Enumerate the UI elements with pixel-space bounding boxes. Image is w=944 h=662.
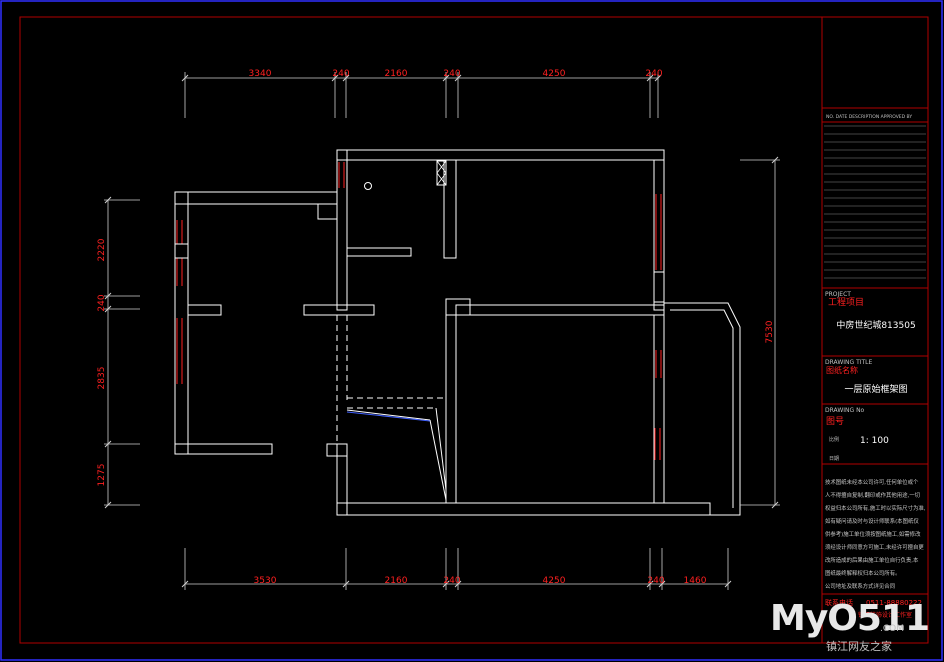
dim-bottom-1: 3530 (254, 576, 277, 586)
walls (174, 149, 741, 516)
left-room-column (317, 203, 338, 220)
dim-bottom-3: 240 (443, 576, 460, 586)
note-line-7: 改所造成的后果由施工单位自行负责,本 (825, 556, 919, 564)
central-column (445, 298, 471, 316)
drawing-title-label-cn: 图纸名称 (826, 365, 858, 375)
drawing-no-label-en: DRAWING No (825, 407, 865, 414)
notes: 技术图纸未经本公司许可,任何单位或个 人不得擅自复制,翻印或作其他用途,一切 权… (825, 478, 926, 590)
dim-bottom-4: 4250 (543, 576, 566, 586)
dimension-texts-vertical: 2220 240 2835 1275 7530 (97, 238, 775, 486)
note-line-6: 须经设计师同意方可施工,未经许可擅自更 (825, 543, 924, 551)
company-name: 镇江装饰设计工作室 (858, 611, 912, 619)
dim-bottom-5: 240 (647, 576, 664, 586)
watermark: MyO511 .COM 镇江网友之家 (770, 598, 940, 658)
kitchen-right-wall (443, 159, 457, 259)
note-line-3: 权益归本公司所有,施工时以实际尺寸为准, (825, 504, 926, 512)
drawing-frame (19, 16, 929, 644)
note-line-2: 人不得擅自复制,翻印或作其他用途,一切 (825, 491, 921, 499)
window-breaks (174, 243, 665, 303)
dim-top-3: 2160 (385, 69, 408, 79)
top-wall (336, 149, 665, 161)
balcony-inner (670, 309, 734, 508)
project-label-cn: 工程项目 (828, 297, 864, 308)
scale-label: 比例 (829, 436, 839, 443)
dim-top-4: 240 (443, 69, 460, 79)
drawing-title-label-en: DRAWING TITLE (825, 359, 873, 366)
dim-left-3: 2835 (97, 367, 107, 390)
drawing-no-label-cn: 图号 (826, 416, 844, 427)
date-label: 日期 (829, 456, 839, 462)
drawing-title: 一层原始框架图 (844, 383, 907, 395)
revision-rows (824, 125, 926, 279)
dimension-ticks (104, 74, 779, 588)
windows (176, 162, 662, 460)
right-wall-lower (653, 314, 665, 504)
kitchen-partition (346, 247, 412, 257)
balcony-outer (664, 302, 741, 516)
dim-bottom-2: 2160 (385, 576, 408, 586)
note-line-9: 公司地址及联系方式详见合同 (825, 582, 895, 590)
left-room-bottom-wall (174, 443, 273, 455)
drain-circle (364, 182, 372, 190)
dimension-texts: 3340 240 2160 240 4250 240 3530 2160 240… (249, 69, 707, 586)
revision-header: NO. DATE DESCRIPTION APPROVED BY (826, 114, 912, 120)
dim-left-1: 2220 (97, 238, 107, 261)
right-wall-upper (653, 159, 665, 311)
dashed-lines (336, 315, 457, 444)
title-block-grid (822, 107, 928, 595)
project-label-en: PROJECT (825, 291, 851, 298)
note-line-1: 技术图纸未经本公司许可,任何单位或个 (825, 478, 919, 486)
dim-top-2: 240 (332, 69, 349, 79)
dim-left-4: 1275 (97, 464, 107, 487)
dim-top-6: 240 (645, 69, 662, 79)
dim-left-2: 240 (97, 294, 107, 311)
mid-horizontal-wall (455, 304, 665, 316)
left-stub-wall (187, 304, 222, 316)
project-name: 中房世纪城813505 (836, 319, 915, 331)
watermark-subtitle: 镇江网友之家 (826, 640, 892, 653)
center-vertical-wall (445, 314, 457, 504)
dimension-lines (104, 72, 780, 590)
dim-right: 7530 (765, 320, 775, 343)
note-line-8: 图纸最终解释权归本公司所有。 (825, 569, 900, 577)
dim-top-1: 3340 (249, 69, 272, 79)
middle-stub-wall (303, 304, 375, 316)
stair-outline (346, 407, 447, 501)
left-room-top-wall (174, 191, 338, 205)
watermark-domain: .COM (880, 624, 904, 634)
scale-value: 1: 100 (860, 436, 889, 446)
bottom-wall (336, 502, 711, 516)
spine-wall-lower (336, 443, 348, 516)
contact-label: 联系电话 (825, 598, 853, 607)
watermark-logo: MyO511 (770, 598, 930, 639)
stair-line (346, 411, 431, 422)
kitchen-duct (436, 160, 447, 186)
contact-number: 0511-88880222 (866, 599, 922, 607)
dim-bottom-6: 1460 (684, 576, 707, 586)
note-line-4: 如有疑问请及时与设计师联系(本图纸仅 (825, 517, 919, 525)
dim-top-5: 4250 (543, 69, 566, 79)
duct-hatch (436, 160, 447, 186)
note-line-5: 供参考)施工单位须按图纸施工,如需修改 (825, 530, 921, 538)
